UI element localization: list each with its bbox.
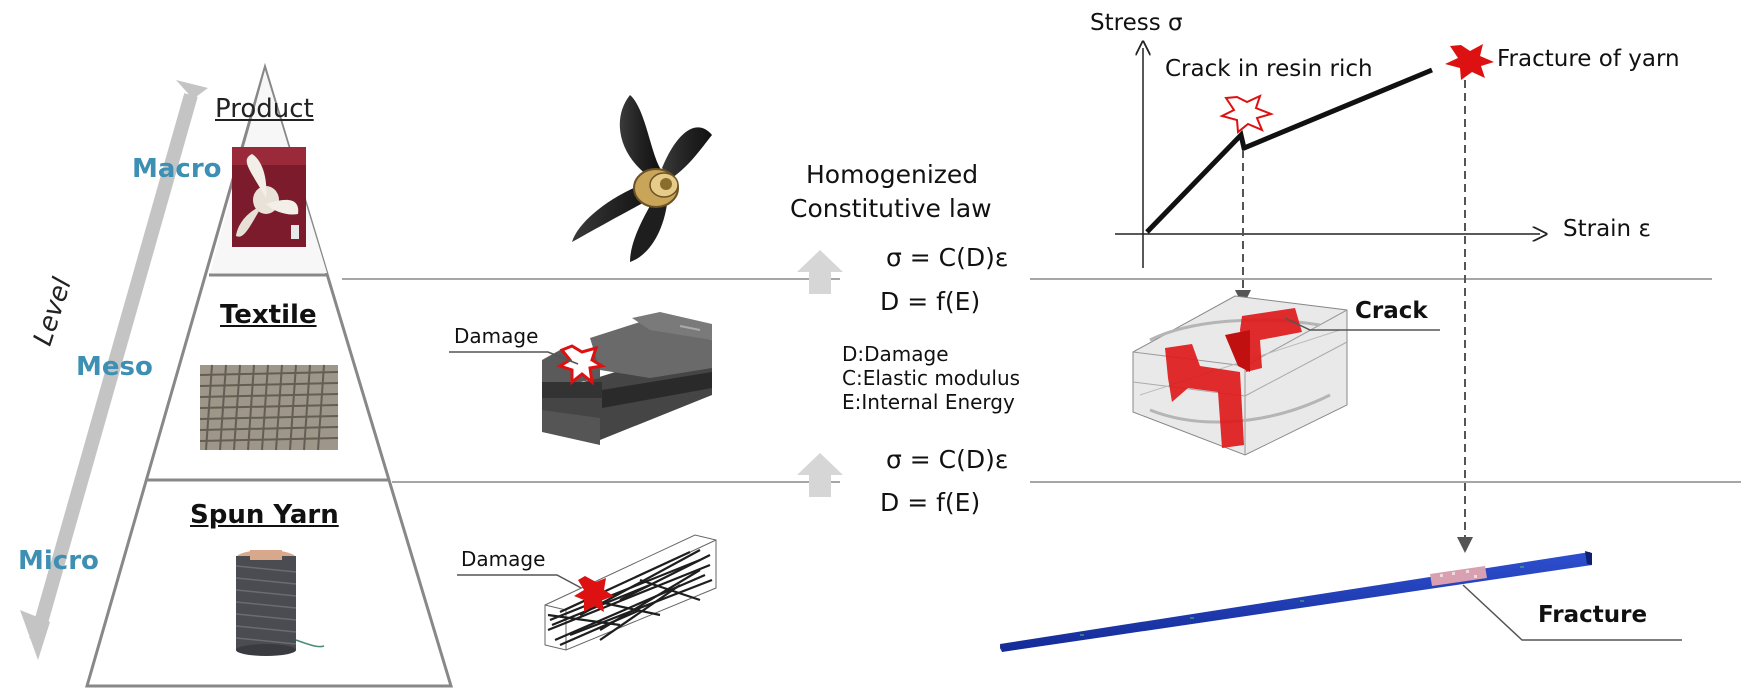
crack-label: Crack — [1355, 298, 1428, 324]
spun-yarn-title: Spun Yarn — [190, 500, 339, 530]
damage-leaders — [449, 351, 586, 591]
textile-photo — [199, 364, 339, 451]
damage-label-meso: Damage — [454, 324, 539, 348]
crack-leader — [1284, 317, 1440, 331]
textile-meso-model — [542, 312, 712, 445]
equation-damage-upper: D = f(E) — [880, 287, 981, 316]
damage-label-micro: Damage — [461, 547, 546, 571]
definition-internal-energy: E:Internal Energy — [842, 390, 1015, 414]
equation-sigma-lower: σ = C(D)ε — [886, 445, 1009, 474]
propeller-model — [572, 95, 712, 262]
definition-damage: D:Damage — [842, 342, 949, 366]
stress-axis-label: Stress σ — [1090, 10, 1183, 36]
fracture-of-yarn-note: Fracture of yarn — [1497, 46, 1680, 72]
upscale-arrows — [797, 250, 843, 497]
stress-strain-chart — [1115, 44, 1540, 553]
equation-damage-lower: D = f(E) — [880, 488, 981, 517]
macro-label: Macro — [132, 154, 222, 184]
product-title: Product — [215, 94, 314, 124]
definition-elastic-modulus: C:Elastic modulus — [842, 366, 1021, 390]
fracture-leader — [1462, 584, 1682, 641]
law-title-line1: Homogenized — [806, 160, 979, 189]
equation-sigma-upper: σ = C(D)ε — [886, 243, 1009, 272]
law-title-line2: Constitutive law — [790, 194, 992, 223]
spun-yarn-photo — [235, 550, 325, 656]
product-photo — [232, 147, 306, 247]
crack-in-resin-note: Crack in resin rich — [1165, 56, 1373, 82]
fracture-yarn-model — [1000, 551, 1592, 652]
meso-label: Meso — [76, 352, 153, 382]
textile-title: Textile — [220, 300, 317, 330]
level-double-arrow — [20, 80, 208, 660]
scale-separators — [342, 278, 1741, 483]
fracture-label: Fracture — [1538, 602, 1648, 628]
micro-label: Micro — [18, 546, 99, 576]
crack-model — [1132, 295, 1348, 456]
fiber-box-model — [544, 534, 717, 651]
strain-axis-label: Strain ε — [1563, 216, 1651, 242]
